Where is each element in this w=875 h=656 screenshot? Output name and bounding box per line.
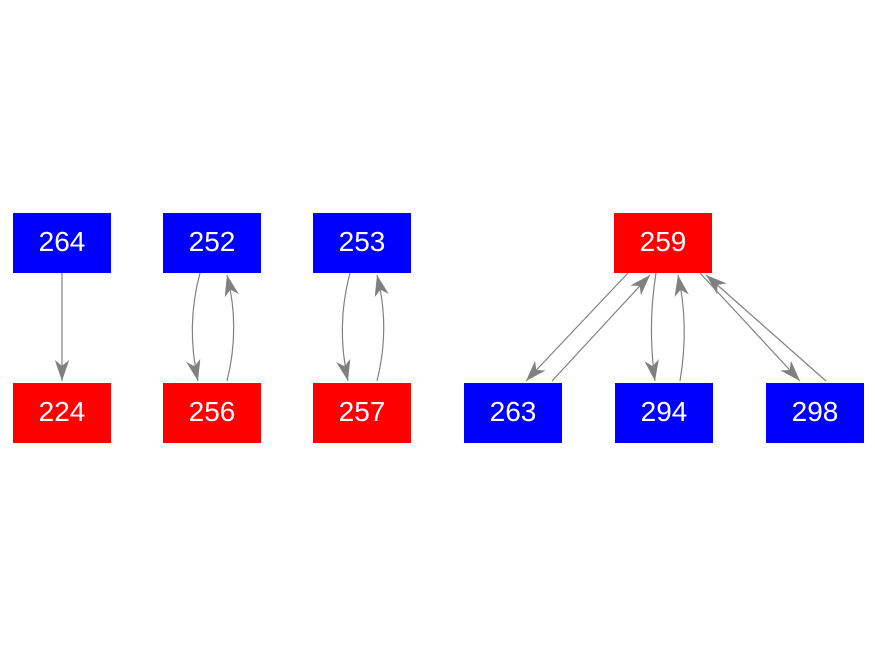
arrowhead-263-to-259 <box>630 275 650 296</box>
edges-group <box>61 272 827 382</box>
arrowhead-256-to-252 <box>224 275 239 298</box>
graph-node-label-257: 257 <box>338 396 386 427</box>
graph-node-253[interactable]: 253 <box>313 213 411 273</box>
edge-257-to-253 <box>376 274 385 382</box>
edge-253-to-257 <box>341 272 351 382</box>
graph-node-257[interactable]: 257 <box>313 383 411 443</box>
graph-node-label-224: 224 <box>38 396 86 427</box>
graph-node-256[interactable]: 256 <box>163 383 261 443</box>
edge-294-to-259 <box>677 274 685 382</box>
graph-node-label-294: 294 <box>640 396 688 427</box>
edge-256-to-252 <box>226 274 235 382</box>
arrowheads-group <box>54 275 800 381</box>
arrowhead-294-to-259 <box>674 275 689 297</box>
graph-node-label-298: 298 <box>791 396 839 427</box>
graph-node-label-253: 253 <box>338 226 386 257</box>
arrowhead-259-to-294 <box>644 359 659 381</box>
arrowhead-257-to-253 <box>374 275 389 298</box>
edge-252-to-256 <box>191 272 201 382</box>
graph-node-263[interactable]: 263 <box>464 383 562 443</box>
graph-node-label-263: 263 <box>489 396 537 427</box>
graph-node-298[interactable]: 298 <box>766 383 864 443</box>
graph-node-294[interactable]: 294 <box>615 383 713 443</box>
graph-node-label-256: 256 <box>188 396 236 427</box>
edge-298-to-259 <box>705 274 827 382</box>
graph-node-259[interactable]: 259 <box>614 213 712 273</box>
arrowhead-253-to-257 <box>336 358 351 381</box>
graph-node-224[interactable]: 224 <box>13 383 111 443</box>
arrowhead-298-to-259 <box>706 275 727 295</box>
graph-node-264[interactable]: 264 <box>13 213 111 273</box>
edge-259-to-298 <box>699 272 801 382</box>
graph-node-252[interactable]: 252 <box>163 213 261 273</box>
edge-263-to-259 <box>551 274 651 382</box>
arrowhead-252-to-256 <box>186 358 201 381</box>
arrowhead-264-to-224 <box>54 360 70 381</box>
graph-node-label-259: 259 <box>639 226 687 257</box>
graph-node-label-264: 264 <box>38 226 86 257</box>
edge-259-to-294 <box>650 272 657 382</box>
edge-259-to-263 <box>525 272 629 382</box>
graph-node-label-252: 252 <box>188 226 236 257</box>
